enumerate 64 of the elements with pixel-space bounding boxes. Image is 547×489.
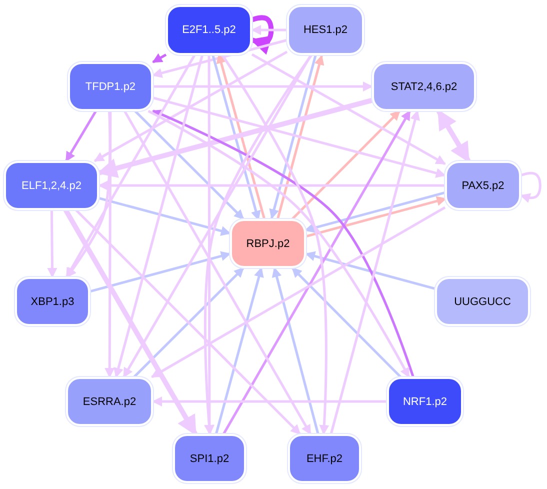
arrow (98, 197, 231, 236)
gene-node (389, 379, 461, 424)
arrow (66, 110, 112, 278)
arrow (291, 110, 401, 220)
gene-node (6, 163, 97, 208)
arrow (114, 54, 204, 378)
node-label: TFDP1.p2 (85, 80, 136, 92)
arrow (151, 206, 446, 378)
arrow (66, 54, 196, 278)
arrow (152, 396, 387, 406)
arrow (90, 251, 231, 293)
arrow (65, 110, 97, 162)
arrow (133, 267, 244, 378)
arrow (152, 53, 167, 64)
gene-node (374, 64, 474, 109)
gene-node (68, 379, 151, 424)
arrow (204, 54, 313, 435)
gene-node (289, 7, 362, 53)
arrow (204, 55, 214, 435)
gene-node (17, 279, 88, 324)
node-label: ELF1,2,4.p2 (22, 180, 82, 192)
node-label: UUGGUCC (454, 296, 511, 308)
node-label: NRF1.p2 (402, 396, 448, 408)
arrow (214, 267, 264, 434)
node-label: E2F1..5.p2 (182, 24, 236, 36)
arrow (134, 110, 244, 220)
gene-node (290, 436, 359, 481)
arrow (305, 251, 436, 290)
arrow (47, 210, 58, 278)
arrow (97, 98, 373, 178)
arrow (250, 15, 274, 55)
node-label: PAX5.p2 (462, 180, 504, 192)
node-label: XBP1.p3 (30, 296, 74, 308)
arrow (222, 110, 411, 435)
gene-node (70, 64, 151, 109)
arrow (104, 111, 115, 378)
arrow (153, 82, 373, 92)
arrow (330, 110, 420, 434)
arrow (251, 25, 287, 35)
gene-node (168, 7, 250, 53)
arrow (291, 267, 402, 378)
arrow (152, 96, 446, 178)
arrow (436, 109, 471, 163)
node-label: SPI1.p2 (190, 452, 230, 464)
arrow (94, 50, 288, 162)
arrow (221, 54, 330, 435)
node-label: EHF.p2 (306, 452, 343, 464)
gene-node (232, 221, 304, 266)
arrow (251, 53, 446, 166)
arrow (272, 267, 320, 434)
arrow (269, 54, 318, 220)
node-label: RBPJ.p2 (246, 238, 290, 250)
node-label: HES1.p2 (303, 24, 348, 36)
arrow (520, 172, 542, 203)
node-label: ESRRA.p2 (82, 396, 136, 408)
arrow (75, 209, 301, 435)
gene-node (447, 163, 519, 208)
arrow (276, 54, 324, 220)
node-label: STAT2,4,6.p2 (390, 80, 458, 92)
arrow (124, 110, 312, 435)
gene-node (437, 279, 528, 324)
arrow (64, 208, 198, 436)
arrow (98, 180, 445, 190)
gene-node (175, 436, 244, 481)
